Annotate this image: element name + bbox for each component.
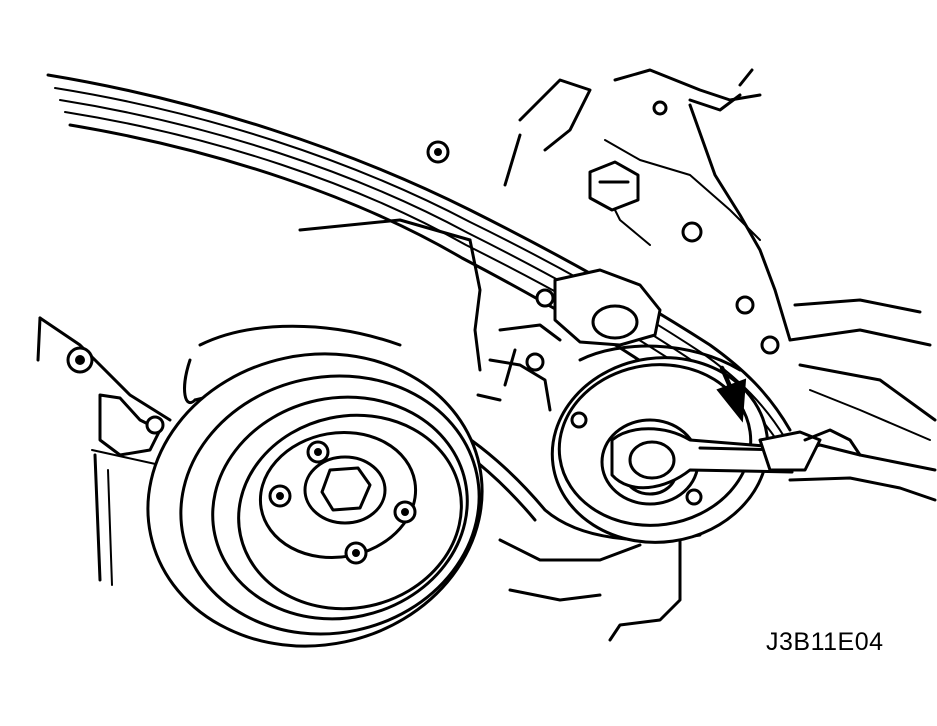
hub-bolt bbox=[306, 440, 330, 464]
water-pump bbox=[503, 268, 662, 387]
figure-code-label: J3B11E04 bbox=[766, 628, 884, 656]
crankshaft-hub bbox=[258, 430, 418, 565]
hub-bolt bbox=[344, 541, 368, 565]
arrow-down-icon bbox=[716, 365, 747, 423]
upper-bolt bbox=[426, 100, 780, 355]
bracket-bolt bbox=[66, 346, 165, 435]
wrench-tool bbox=[610, 427, 862, 490]
hub-bolt bbox=[393, 500, 417, 524]
drive-belt bbox=[46, 73, 792, 542]
hub-bolt bbox=[268, 484, 292, 508]
